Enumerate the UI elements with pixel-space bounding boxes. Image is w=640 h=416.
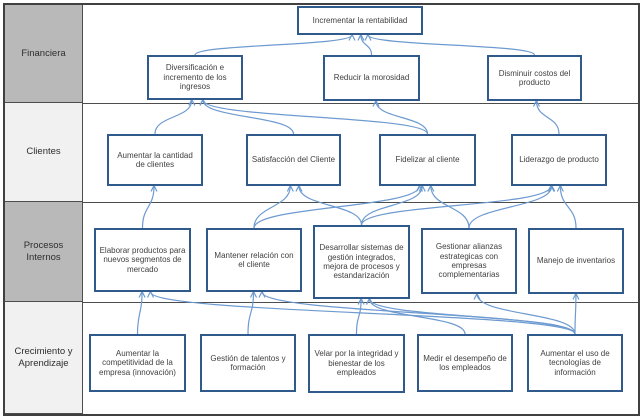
row-label-crecimiento: Crecimiento y Aprendizaje [5,302,83,414]
edge-arrow-mantener-to-satisfaccion [253,186,290,229]
edge-arrow-elaborar-to-cantidad_clientes [141,186,155,229]
row-divider-3 [5,302,638,303]
edge-arrow-tecnologias-to-desarrollar [370,299,576,335]
strategy-map-diagram: Financiera Clientes Procesos Internos Cr… [3,3,640,416]
edge-arrow-morosidad-to-rentabilidad [361,35,373,56]
edge-arrow-alianzas-to-fidelizar [431,186,470,229]
node-elaborar-productos: Elaborar productos para nuevos segmentos… [94,228,191,292]
row-label-clientes: Clientes [5,103,83,202]
edge-arrow-satisfaccion-to-diversificacion [203,100,295,135]
node-gestionar-alianzas: Gestionar alianzas estrategicas con empr… [421,228,517,294]
edge-arrow-tecnologias-to-mantener [262,292,576,335]
edge-arrow-desarrollar-to-satisfaccion [299,186,363,226]
node-fidelizar-cliente: Fidelizar al cliente [379,134,476,186]
edge-arrow-cantidad_clientes-to-diversificacion [154,100,192,135]
row-divider-2 [5,202,638,203]
node-incrementar-rentabilidad: Incrementar la rentabilidad [297,6,423,35]
edge-arrow-fidelizar-to-morosidad [376,101,429,135]
edge-arrow-costos-to-rentabilidad [368,35,536,56]
edge-arrow-velar-to-desarrollar [355,299,362,335]
edge-arrow-desempeno-to-desarrollar [370,299,466,335]
node-medir-desempeno: Medir el desempeño de los empleados [417,334,513,392]
edge-arrow-liderazgo-to-costos [536,101,560,135]
node-reducir-morosidad: Reducir la morosidad [323,55,420,101]
row-label-procesos: Procesos Internos [5,202,83,302]
node-desarrollar-sistemas: Desarrollar sistemas de gestión integrad… [313,225,410,299]
node-velar-integridad: Velar por la integridad y bienestar de l… [308,334,405,393]
node-diversificacion-ingresos: Diversificación e incremento de los ingr… [147,55,243,100]
node-aumentar-clientes: Aumentar la cantidad de clientes [107,134,203,186]
edge-arrow-talentos-to-mantener [247,292,254,335]
edge-arrow-tecnologias-to-inventarios [575,294,576,335]
row-divider-1 [5,103,638,104]
node-gestion-talentos: Gestión de talentos y formación [200,334,296,392]
node-disminuir-costos: Disminuir costos del producto [487,55,582,101]
edge-arrow-inventarios-to-liderazgo [560,186,577,229]
edge-arrow-fidelizar-to-diversificacion [203,100,429,135]
edge-arrow-competitividad-to-elaborar [136,292,143,335]
row-label-financiera: Financiera [5,5,83,103]
edge-arrow-mantener-to-fidelizar [253,186,420,229]
node-aumentar-competitividad: Aumentar la competitividad de la empresa… [89,334,186,392]
edge-arrow-tecnologias-to-alianzas [477,294,576,335]
node-liderazgo-producto: Liderazgo de producto [511,134,607,186]
node-aumentar-tecnologias: Aumentar el uso de tecnologías de inform… [527,334,623,392]
edge-arrow-desarrollar-to-fidelizar [360,186,423,226]
node-mantener-relacion: Mantener relación con el cliente [206,228,302,292]
node-manejo-inventarios: Manejo de inventarios [528,228,624,294]
edge-arrow-alianzas-to-liderazgo [468,186,552,229]
edge-arrow-diversificacion-to-rentabilidad [194,35,352,56]
edge-arrow-desarrollar-to-liderazgo [360,186,552,226]
node-satisfaccion-cliente: Satisfacción del Cliente [246,134,341,186]
